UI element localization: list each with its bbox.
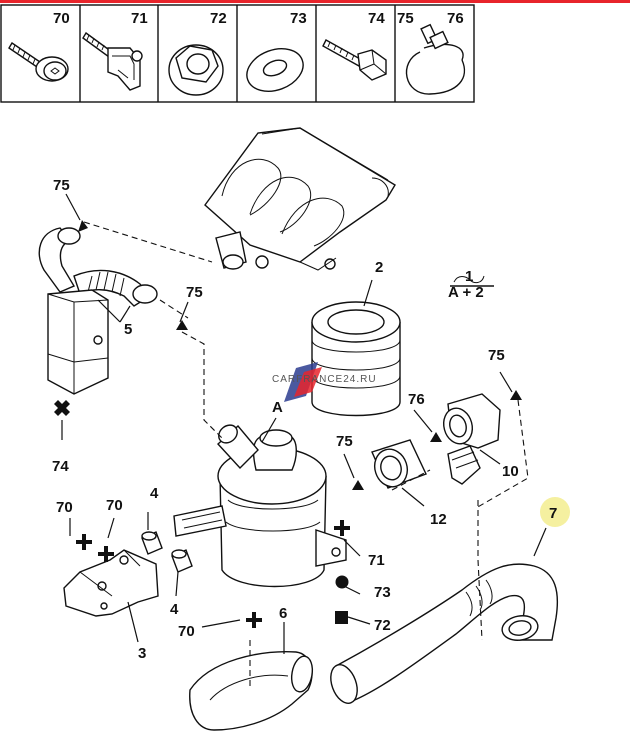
legend-ref-75: 75 [397, 10, 414, 27]
leader-lines [61, 193, 547, 654]
cross-marker [54, 400, 70, 416]
label-75-centre: 75 [336, 433, 353, 450]
hex-bolt-icon [322, 39, 387, 81]
callout-labels: 2 75 75 5 74 A 75 76 75 10 12 4 4 70 70 … [52, 177, 557, 662]
label-70-mid: 70 [106, 497, 123, 514]
label-12: 12 [430, 511, 447, 528]
rubber-mounts [141, 531, 193, 573]
legend-ref-73: 73 [290, 10, 307, 27]
circle-marker [335, 575, 349, 589]
highlight-circle [540, 497, 570, 527]
plus-marker [76, 534, 92, 550]
triangle-marker [430, 432, 442, 442]
label-5: 5 [124, 321, 132, 338]
triangle-marker [176, 320, 188, 330]
label-A: A [272, 399, 283, 416]
plus-marker [98, 546, 114, 562]
triangle-marker [510, 390, 522, 400]
label-7: 7 [549, 505, 557, 522]
resonator-assembly [38, 227, 158, 395]
label-4-lower: 4 [170, 601, 179, 618]
sleeve-12 [371, 439, 427, 489]
label-6: 6 [279, 605, 287, 622]
label-4-upper: 4 [150, 485, 159, 502]
label-75-mid: 75 [186, 284, 203, 301]
air-filter-housing [173, 424, 347, 588]
note-bottom: A + 2 [448, 284, 484, 301]
note-top: 1 [465, 268, 473, 285]
label-73: 73 [374, 584, 391, 601]
assembly-lines [83, 221, 529, 690]
fastener-legend: 70 71 72 73 74 75 76 [0, 4, 475, 103]
triangle-marker [352, 480, 364, 490]
label-74: 74 [52, 458, 69, 475]
intake-elbow-10 [442, 393, 501, 485]
watermark: CARFRANCE24.RU [272, 362, 377, 402]
label-70-left: 70 [56, 499, 73, 516]
label-3: 3 [138, 645, 146, 662]
legend-ref-70: 70 [53, 10, 70, 27]
air-filter-element [311, 301, 401, 417]
legend-ref-71: 71 [131, 10, 148, 27]
label-72: 72 [374, 617, 391, 634]
legend-ref-72: 72 [210, 10, 227, 27]
air-duct-6 [189, 651, 314, 731]
watermark-text: CARFRANCE24.RU [272, 374, 377, 385]
square-marker [335, 611, 348, 624]
label-70-bottom: 70 [178, 623, 195, 640]
intake-manifold [204, 127, 396, 271]
mounting-bracket [63, 549, 159, 617]
note-1-a2: 1 A + 2 [448, 268, 494, 301]
plus-marker [334, 520, 350, 536]
label-2: 2 [375, 259, 383, 276]
screw-with-clip-nut-icon [82, 31, 143, 91]
triangle-marker [78, 220, 88, 232]
screw-with-washer-icon [8, 42, 69, 82]
flange-nut-icon [168, 44, 224, 96]
symbols [54, 220, 522, 628]
legend-ref-76: 76 [447, 10, 464, 27]
label-75-left: 75 [53, 177, 70, 194]
intake-hose-7 [330, 563, 559, 704]
washer-icon [246, 48, 304, 92]
label-75-right: 75 [488, 347, 505, 364]
legend-ref-74: 74 [368, 10, 385, 27]
label-76: 76 [408, 391, 425, 408]
label-71: 71 [368, 552, 385, 569]
plus-marker [246, 612, 262, 628]
hose-clamp-icon [405, 23, 466, 95]
label-10: 10 [502, 463, 519, 480]
